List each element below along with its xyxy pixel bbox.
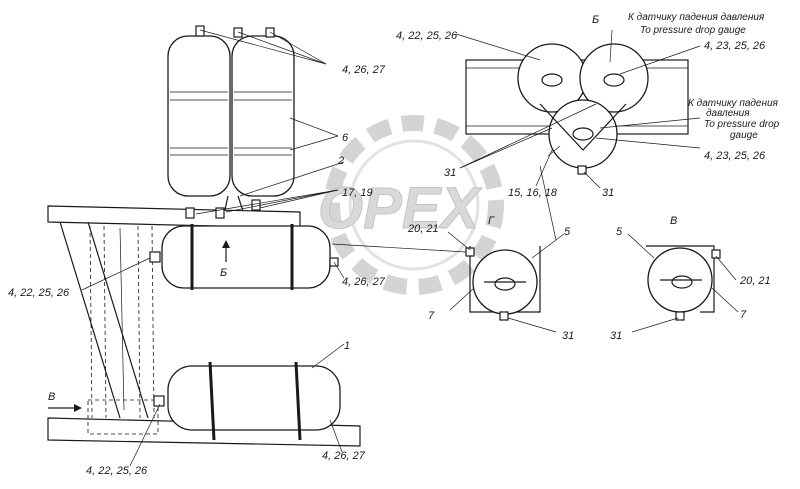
label-vb-4-22-25-26: 4, 22, 25, 26 xyxy=(396,30,458,42)
label-17-19: 17, 19 xyxy=(342,187,373,199)
label-vg-5: 5 xyxy=(564,226,571,238)
view-v xyxy=(646,245,721,321)
watermark-logo: OPEX xyxy=(318,115,504,295)
view-b-title: Б xyxy=(592,14,599,26)
label-vg-31: 31 xyxy=(562,330,574,342)
view-g xyxy=(465,246,541,321)
tank-pair-vertical xyxy=(167,25,295,215)
label-vg-20-21: 20, 21 xyxy=(407,223,439,235)
label-bottom-4-22-25-26: 4, 22, 25, 26 xyxy=(86,465,148,477)
label-arrow-b-mid: Б xyxy=(220,267,227,279)
view-b xyxy=(465,29,701,175)
sensor-top-en: To pressure drop gauge xyxy=(640,25,746,36)
label-vg-7: 7 xyxy=(428,310,435,322)
sensor-mid-en-2: gauge xyxy=(730,130,758,141)
label-arrow-v: В xyxy=(48,391,55,403)
label-vb-31-left: 31 xyxy=(444,167,456,179)
label-vv-20-21: 20, 21 xyxy=(739,275,771,287)
sensor-mid-ru-1: К датчику падения xyxy=(688,98,779,109)
label-bottom-4-26-27: 4, 26, 27 xyxy=(322,450,366,462)
sensor-mid-en-1: To pressure drop xyxy=(704,119,780,130)
watermark-text: OPEX xyxy=(318,176,482,241)
label-vv-7: 7 xyxy=(740,309,747,321)
label-vb-31-right: 31 xyxy=(602,187,614,199)
label-vb-4-23-25-26-top: 4, 23, 25, 26 xyxy=(704,40,766,52)
leader-lines xyxy=(81,29,739,467)
view-g-title: Г xyxy=(488,215,495,227)
label-mid-4-26-27: 4, 26, 27 xyxy=(342,276,386,288)
view-v-title: В xyxy=(670,215,677,227)
label-vv-31: 31 xyxy=(610,330,622,342)
sensor-top-ru: К датчику падения давления xyxy=(628,12,765,23)
sensor-mid-ru-2: давления xyxy=(706,108,750,119)
label-vv-5: 5 xyxy=(616,226,623,238)
view-arrow-v xyxy=(48,404,82,412)
label-vb-15-16-18: 15, 16, 18 xyxy=(508,187,558,199)
label-vb-4-23-25-26-bottom: 4, 23, 25, 26 xyxy=(704,150,766,162)
tank-horizontal-bottom xyxy=(153,361,341,441)
label-left-4-22-25-26: 4, 22, 25, 26 xyxy=(8,287,70,299)
label-6: 6 xyxy=(342,132,349,144)
label-2: 2 xyxy=(337,155,344,167)
label-top-4-26-27: 4, 26, 27 xyxy=(342,64,386,76)
label-1: 1 xyxy=(344,340,350,352)
